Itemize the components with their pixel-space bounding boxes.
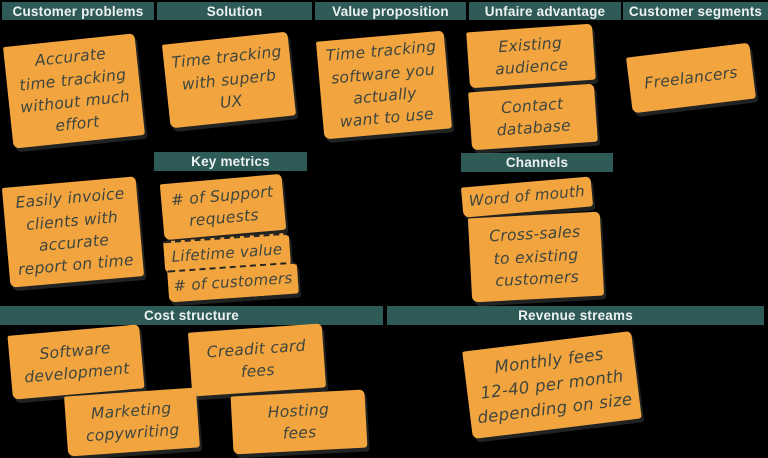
section-header-solution: Solution <box>157 2 312 20</box>
sticky-note-hosting-fees[interactable]: Hosting fees <box>230 389 368 455</box>
sticky-note-existing-audience[interactable]: Existing audience <box>466 23 596 89</box>
sticky-note-monthly-fees[interactable]: Monthly fees 12-40 per month depending o… <box>462 330 642 440</box>
section-header-value-proposition: Value proposition <box>315 2 466 20</box>
sticky-note-word-of-mouth[interactable]: Word of mouth <box>460 176 594 218</box>
sticky-note-credit-card-fees[interactable]: Creadit card fees <box>187 323 327 397</box>
section-header-customer-segments: Customer segments <box>623 2 768 20</box>
section-header-customer-problems: Customer problems <box>2 2 154 20</box>
sticky-note-support-requests[interactable]: # of Support requests <box>159 173 287 241</box>
sticky-note-tracking-you-want[interactable]: Time tracking software you actually want… <box>315 30 453 140</box>
section-header-cost-structure: Cost structure <box>0 306 383 325</box>
sticky-note-marketing-copywriting[interactable]: Marketing copywriting <box>64 387 200 457</box>
sticky-note-superb-ux[interactable]: Time tracking with superb UX <box>161 31 297 129</box>
sticky-note-freelancers[interactable]: Freelancers <box>626 42 756 114</box>
sticky-note-contact-database[interactable]: Contact database <box>468 83 598 151</box>
sticky-note-cross-sales[interactable]: Cross-sales to existing customers <box>467 211 605 303</box>
section-header-channels: Channels <box>461 153 613 172</box>
section-header-unfair-advantage: Unfaire advantage <box>469 2 621 20</box>
section-header-revenue-streams: Revenue streams <box>387 306 764 325</box>
sticky-note-accurate-tracking[interactable]: Accurate time tracking without much effo… <box>3 33 145 149</box>
sticky-note-software-development[interactable]: Software development <box>7 324 145 400</box>
section-header-key-metrics: Key metrics <box>154 152 307 171</box>
sticky-note-easy-invoicing[interactable]: Easily invoice clients with accurate rep… <box>1 176 145 288</box>
